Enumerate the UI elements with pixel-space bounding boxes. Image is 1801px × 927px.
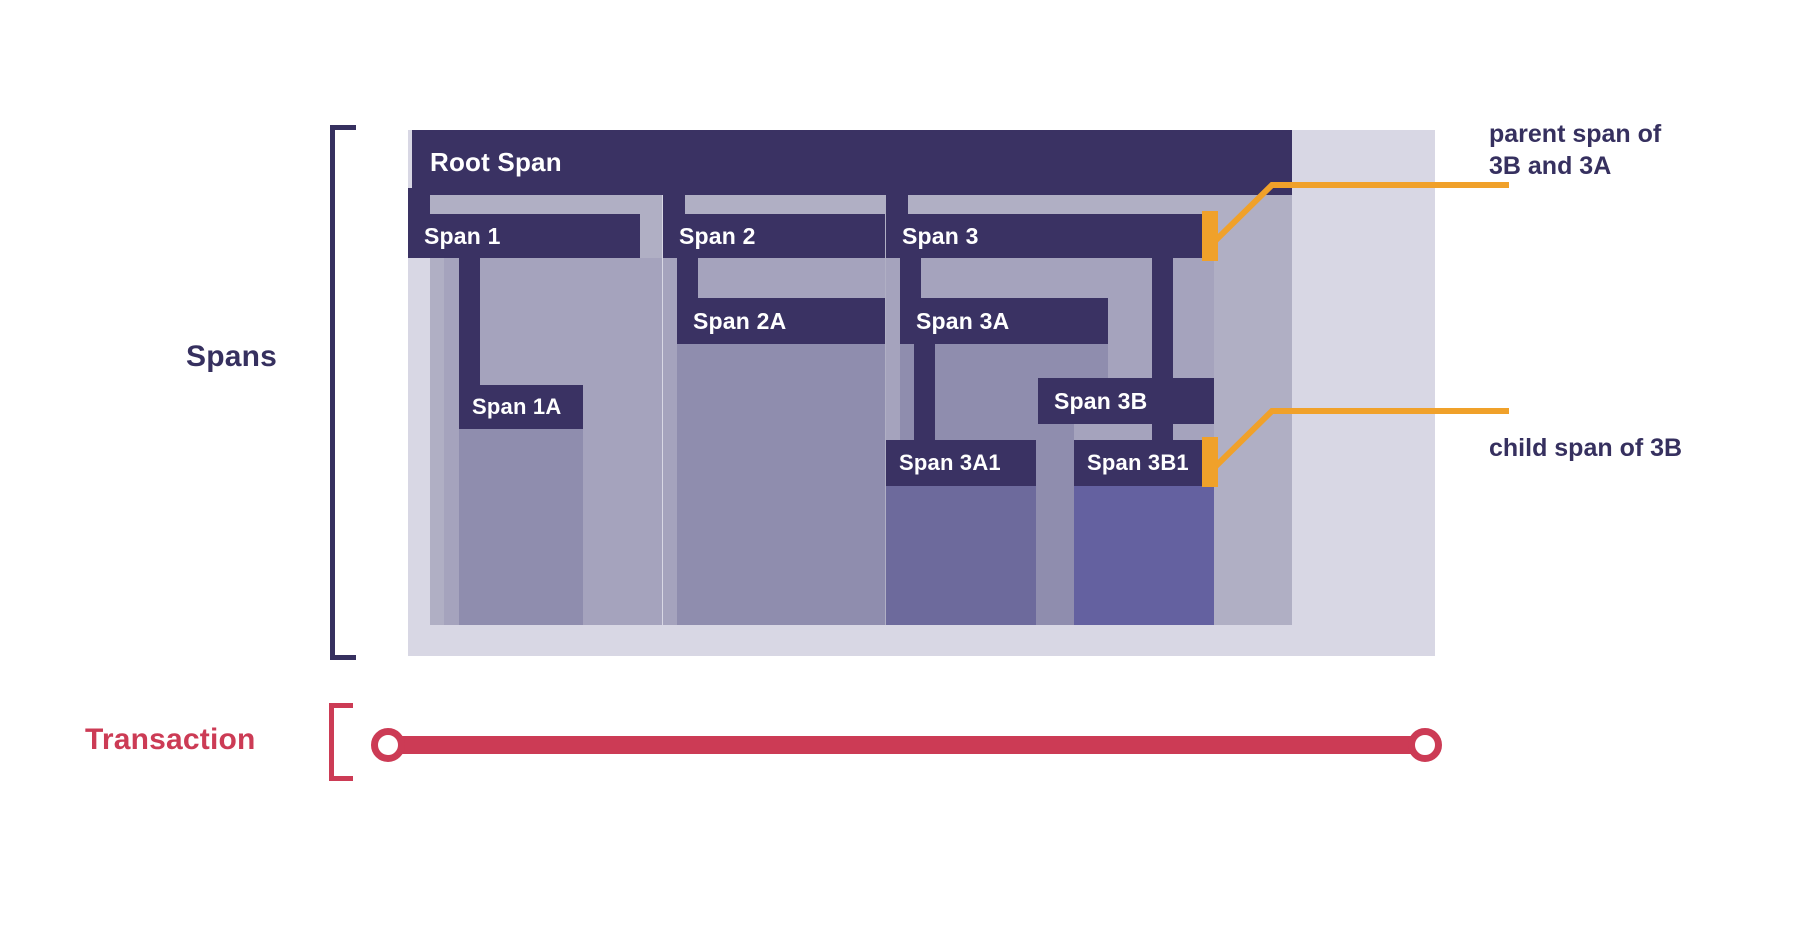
annotation-parent-line2: 3B and 3A xyxy=(1489,152,1612,180)
span-bar-span-2a[interactable]: Span 2A xyxy=(677,298,885,344)
annotation-parent-span: parent span of 3B and 3A xyxy=(1489,118,1789,182)
span-1a-body xyxy=(459,427,583,625)
spans-label: Spans xyxy=(186,340,278,373)
annotation-parent-line1: parent span of xyxy=(1489,120,1662,148)
span-bar-root[interactable]: Root Span xyxy=(412,130,1292,195)
transaction-bar xyxy=(386,736,1438,754)
span-3a1-body xyxy=(886,484,1036,625)
spans-bracket xyxy=(330,125,356,660)
transaction-bracket xyxy=(329,703,353,781)
span-bar-span-1a[interactable]: Span 1A xyxy=(459,385,583,429)
connector-span3-to-span3b xyxy=(1152,252,1173,384)
span-bar-span-3b[interactable]: Span 3B xyxy=(1038,378,1214,424)
span-bar-span-3[interactable]: Span 3 xyxy=(886,214,1214,258)
transaction-start-dot xyxy=(371,728,405,762)
span-bar-span-3a[interactable]: Span 3A xyxy=(900,298,1108,344)
child-span-highlight-chip xyxy=(1202,437,1218,487)
spans-diagram-plate: Root Span Span 1 Span 1A Span 2 Span 2A … xyxy=(408,130,1435,656)
connector-span3a-to-span3a1 xyxy=(914,338,935,442)
span-bar-span-3b1[interactable]: Span 3B1 xyxy=(1074,440,1214,486)
annotation-child-span: child span of 3B xyxy=(1489,432,1789,464)
transaction-end-dot xyxy=(1408,728,1442,762)
span-bar-span-2[interactable]: Span 2 xyxy=(663,214,885,258)
span-bar-span-1[interactable]: Span 1 xyxy=(408,214,640,258)
span-bar-span-3a1[interactable]: Span 3A1 xyxy=(886,440,1036,486)
span-3b1-body xyxy=(1074,484,1214,625)
span-2a-body xyxy=(677,342,885,625)
parent-span-highlight-chip xyxy=(1202,211,1218,261)
connector-span1-to-span1a xyxy=(459,252,480,400)
transaction-label: Transaction xyxy=(85,723,256,756)
annotation-child-line1: child span of 3B xyxy=(1489,434,1683,462)
